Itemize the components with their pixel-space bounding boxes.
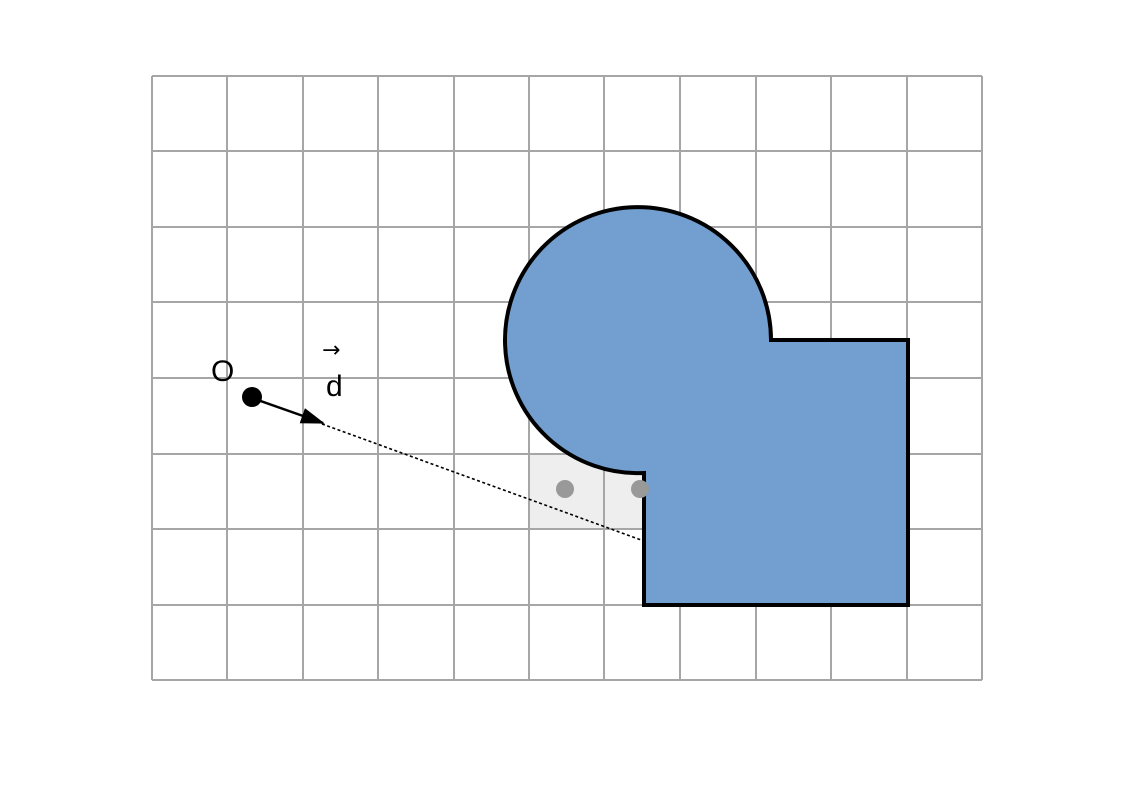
vector-arrow-glyph: → [322,338,340,363]
sample-points [556,480,649,498]
origin-label: O [211,355,234,388]
direction-arrow [251,396,325,425]
ray-path [321,423,645,542]
sample-point [556,480,574,498]
direction-label: d [326,370,343,403]
sample-point [631,480,649,498]
origin-point [242,387,262,407]
sdf-shape [503,205,910,607]
